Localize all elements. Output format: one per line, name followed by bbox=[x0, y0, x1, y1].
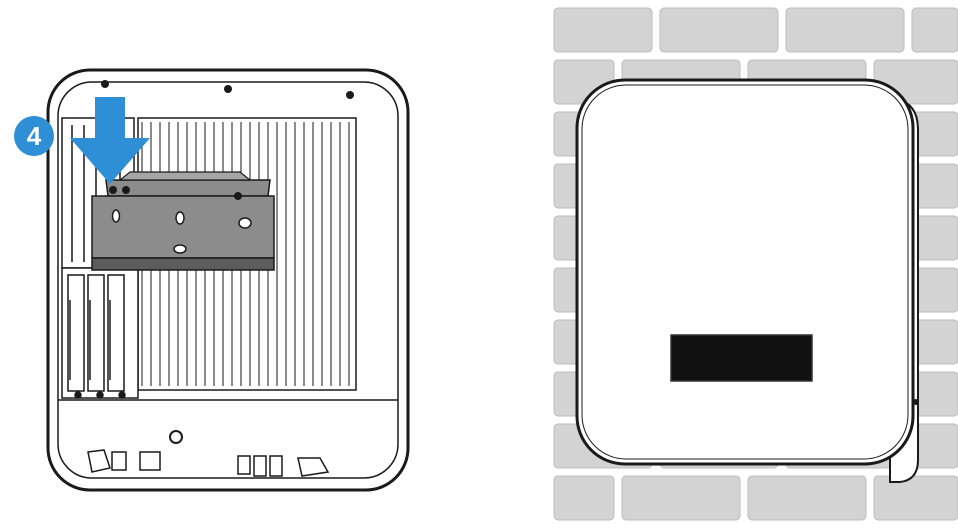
top-screw-1 bbox=[101, 80, 109, 88]
inverter-front-view bbox=[577, 80, 919, 482]
bottom-vent-screw bbox=[170, 431, 182, 443]
bracket-hole-2 bbox=[176, 212, 184, 224]
brick bbox=[748, 476, 866, 520]
brick bbox=[660, 8, 778, 52]
brick bbox=[874, 476, 958, 520]
brick bbox=[554, 476, 614, 520]
brick bbox=[554, 8, 652, 52]
display-screen bbox=[671, 335, 812, 381]
brick bbox=[786, 8, 904, 52]
bracket-hole-1 bbox=[113, 210, 120, 222]
inverter-front-panel bbox=[577, 80, 913, 464]
brick bbox=[912, 8, 958, 52]
side-indicator bbox=[913, 399, 919, 405]
step-number-badge: 4 bbox=[14, 116, 54, 156]
step-number: 4 bbox=[27, 121, 42, 151]
brick bbox=[622, 476, 740, 520]
bracket-hole-4 bbox=[174, 245, 186, 253]
bracket-hole-3 bbox=[239, 218, 251, 228]
top-screw-2 bbox=[224, 85, 232, 93]
inverter-rear-view: 4 bbox=[14, 70, 408, 490]
top-screw-3 bbox=[346, 91, 354, 99]
mounting-bracket bbox=[92, 172, 274, 270]
